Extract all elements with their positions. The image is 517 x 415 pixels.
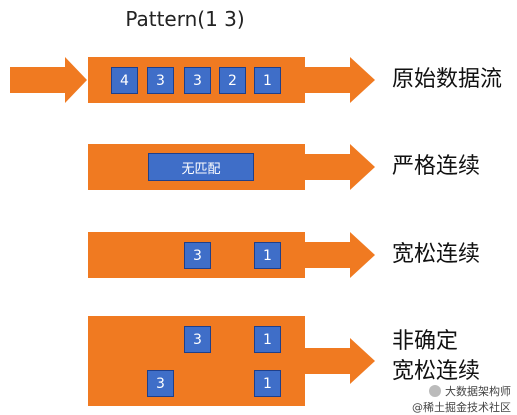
output-arrow-tip-row3 <box>350 232 375 278</box>
output-arrow-tip-row1 <box>350 57 375 103</box>
watermark-account: 大数据架构师 <box>445 385 511 398</box>
output-arrow-tip-row2 <box>350 144 375 190</box>
no-match-box: 无匹配 <box>148 153 254 181</box>
row-label-nondeterministic-line1: 非确定 <box>392 329 459 354</box>
event-box: 3 <box>184 67 211 94</box>
watermark-line2: @稀土掘金技术社区 <box>412 401 511 414</box>
event-box: 3 <box>147 67 174 94</box>
wechat-icon <box>429 385 441 397</box>
output-arrow-shaft-row2 <box>305 154 350 180</box>
diagram-title: Pattern(1 3) <box>125 7 245 31</box>
event-box: 3 <box>184 326 211 353</box>
event-box: 1 <box>254 326 281 353</box>
event-box: 1 <box>254 67 281 94</box>
output-arrow-shaft-row3 <box>305 242 350 268</box>
row-label-relaxed: 宽松连续 <box>392 242 481 267</box>
output-arrow-tip-row4 <box>350 338 375 384</box>
event-box: 3 <box>147 370 174 397</box>
event-box: 1 <box>254 242 281 269</box>
watermark-line1: 大数据架构师 <box>429 383 511 399</box>
event-box: 4 <box>111 67 138 94</box>
event-box: 1 <box>254 370 281 397</box>
event-box: 3 <box>184 242 211 269</box>
output-arrow-shaft-row4 <box>305 348 350 374</box>
input-arrow-tip <box>65 57 87 103</box>
output-arrow-shaft-row1 <box>305 67 350 93</box>
input-arrow-shaft <box>10 67 65 93</box>
row-label-nondeterministic-line2: 宽松连续 <box>392 359 481 384</box>
event-box: 2 <box>219 67 246 94</box>
row-label-original-stream: 原始数据流 <box>392 67 503 92</box>
row-label-strict: 严格连续 <box>392 154 481 179</box>
